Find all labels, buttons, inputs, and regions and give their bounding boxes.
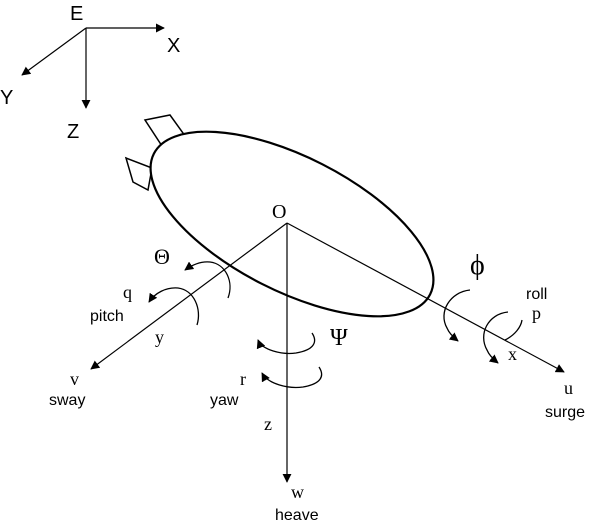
pitch-name-label: pitch	[90, 308, 124, 325]
body-z-label: z	[264, 414, 272, 434]
surge-velocity-label: u	[564, 378, 573, 398]
pitch-arc-outer	[184, 261, 231, 299]
lower-fin	[124, 156, 153, 192]
yaw-name-label: yaw	[210, 392, 239, 409]
earth-z-label: Z	[67, 121, 79, 143]
translations: u surge v sway w heave	[49, 369, 585, 524]
earth-x-label: X	[167, 35, 180, 57]
yaw-arc-lower	[261, 366, 323, 389]
pitch-rate-label: q	[123, 282, 132, 302]
surge-name-label: surge	[545, 404, 585, 421]
heave-name-label: heave	[275, 507, 319, 524]
roll-angle-label: ϕ	[470, 250, 485, 281]
roll-name-label: roll	[526, 286, 547, 303]
sway-velocity-label: v	[70, 369, 79, 389]
roll-arc-outer	[443, 289, 471, 342]
earth-frame: E X Y Z	[0, 3, 180, 143]
body-y-label: y	[155, 327, 164, 347]
body-y-axis	[90, 222, 288, 370]
sway-name-label: sway	[49, 392, 85, 409]
yaw-arc-upper	[256, 332, 316, 355]
pitch-arc-inner	[148, 287, 200, 326]
pitch-angle-label: Θ	[154, 244, 170, 269]
heave-velocity-label: w	[291, 482, 304, 502]
yaw-rate-label: r	[240, 369, 246, 389]
body-origin-label: O	[272, 201, 286, 223]
body-frame: O x y z	[90, 201, 565, 483]
yaw-rotation: Ψ r yaw	[210, 325, 348, 409]
body-x-label: x	[508, 344, 517, 364]
earth-origin-label: E	[70, 3, 83, 25]
yaw-angle-label: Ψ	[330, 325, 348, 351]
roll-rate-label: p	[532, 303, 541, 323]
earth-y-axis	[21, 27, 87, 76]
roll-rotation: ϕ p roll	[443, 250, 547, 364]
airship-hull	[149, 130, 435, 318]
body-x-axis	[286, 222, 565, 373]
airship	[124, 114, 435, 318]
roll-arc-inner	[483, 311, 509, 364]
earth-y-label: Y	[0, 87, 13, 109]
roll-arc-tail	[504, 319, 523, 341]
pitch-rotation: Θ q pitch	[90, 244, 231, 326]
